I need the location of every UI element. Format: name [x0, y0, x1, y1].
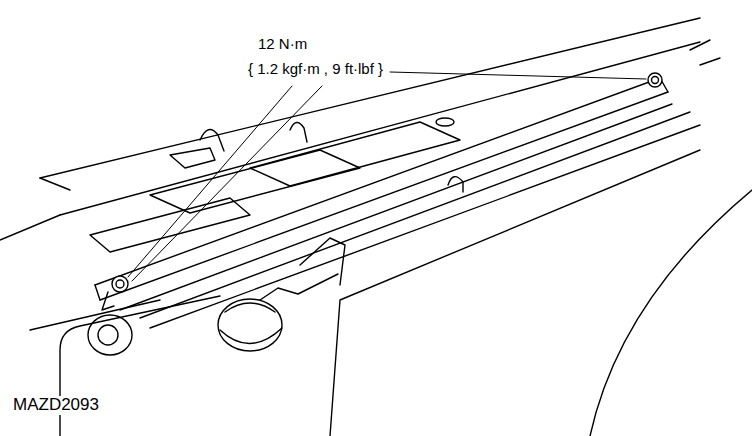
torque-value: 12 N·m — [257, 36, 308, 53]
seal-rail — [100, 92, 668, 300]
nozzle — [436, 118, 454, 126]
cowl-panel — [150, 150, 360, 213]
bolt-tab — [102, 292, 114, 310]
body-panel — [330, 150, 700, 436]
fender-edge — [690, 40, 720, 65]
cowl-panel — [250, 122, 460, 186]
reservoir-cap — [220, 303, 282, 344]
cowl-panel — [170, 148, 215, 168]
cowl-panel — [90, 198, 250, 252]
seal-rail — [120, 104, 672, 310]
fender — [590, 190, 752, 436]
bolt — [116, 280, 124, 288]
reservoir-cap — [218, 299, 282, 351]
knob — [88, 315, 132, 355]
seal-rail — [95, 78, 668, 300]
bolt — [652, 77, 659, 84]
leader-line — [128, 86, 292, 277]
figure-code: MAZD2093 — [12, 396, 100, 415]
bracket — [300, 238, 345, 285]
knob — [98, 325, 118, 345]
cowl-edge — [40, 18, 700, 178]
reservoir-neck — [260, 274, 338, 300]
seal-rail — [95, 78, 660, 285]
wiper-pivot — [200, 122, 307, 151]
seal-rail — [140, 112, 690, 318]
bolt — [648, 73, 662, 87]
cowl-edge — [0, 215, 60, 240]
cowl-edge — [60, 42, 700, 215]
torque-value: { 1.2 kgf·m , 9 ft·lbf } — [247, 61, 384, 78]
body-panel — [30, 296, 220, 436]
cowl-edge — [40, 178, 70, 190]
leader-line — [132, 86, 322, 281]
bolt — [112, 276, 128, 292]
leader-line — [390, 72, 646, 79]
